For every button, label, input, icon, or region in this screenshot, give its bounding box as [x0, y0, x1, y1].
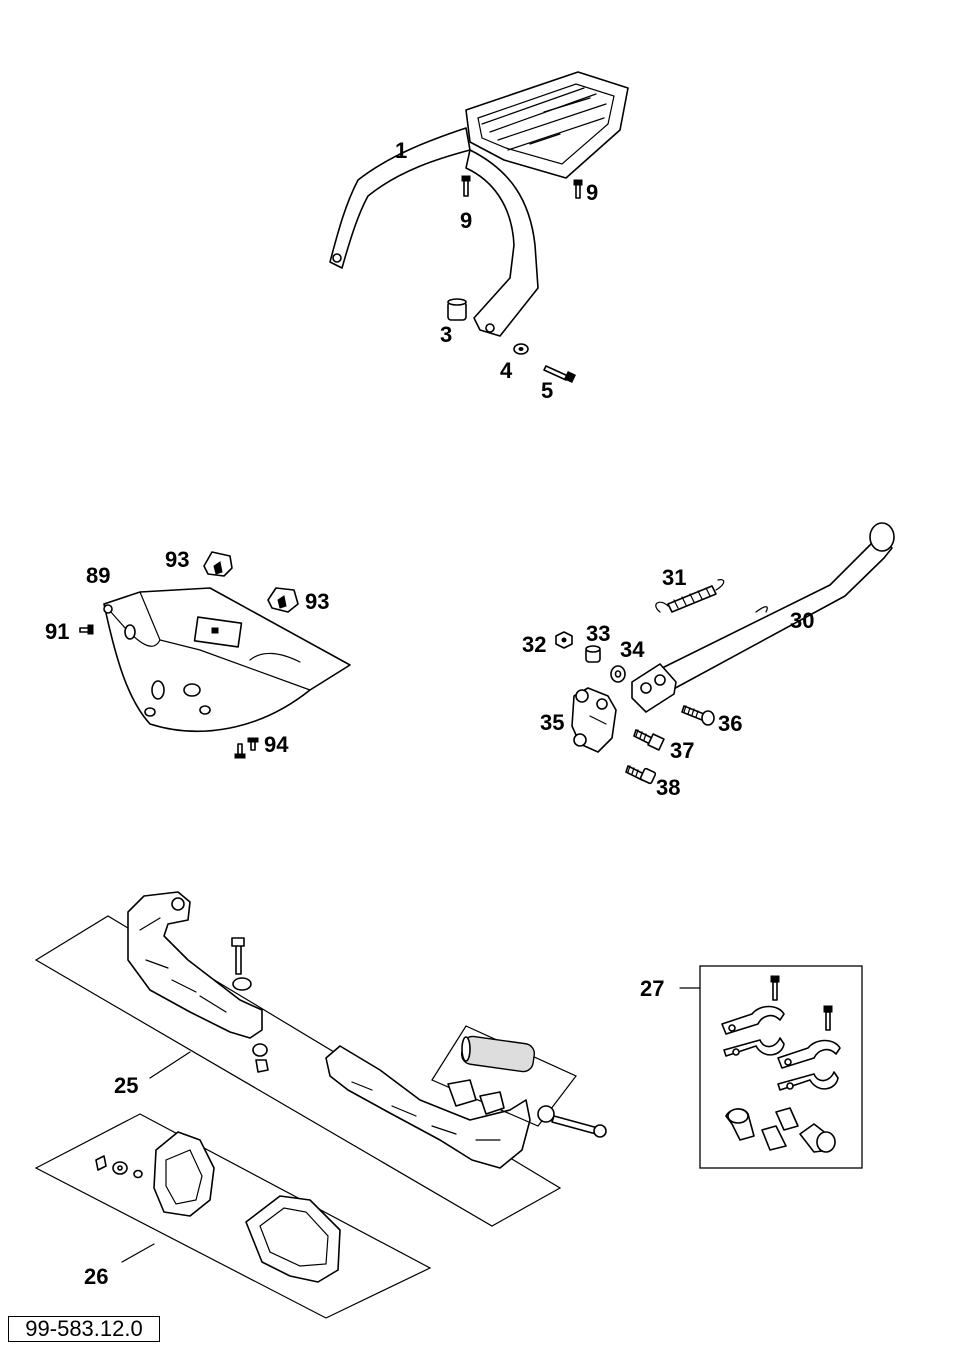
bolt-part-38 — [625, 765, 657, 785]
nut-part-32 — [555, 631, 573, 649]
callout-30: 30 — [790, 608, 814, 633]
callout-94: 94 — [264, 732, 289, 757]
washer-part-4 — [513, 343, 529, 355]
callout-91: 91 — [45, 619, 69, 644]
callout-38: 38 — [656, 775, 680, 800]
screw-part-9b — [573, 179, 583, 199]
callout-36: 36 — [718, 711, 742, 736]
bolt-part-37 — [633, 729, 665, 751]
skid-plate-part-89 — [103, 587, 351, 733]
callout-1: 1 — [395, 138, 407, 163]
screw-part-9a — [461, 175, 471, 197]
callout-4: 4 — [500, 358, 513, 383]
callout-33: 33 — [586, 621, 610, 646]
washer-part-34 — [610, 665, 626, 683]
screw-part-94 — [234, 737, 259, 759]
callout-26: 26 — [84, 1264, 108, 1289]
callout-3: 3 — [440, 322, 452, 347]
callout-93a: 93 — [165, 547, 189, 572]
leader-25 — [149, 1051, 191, 1079]
callout-31: 31 — [662, 565, 686, 590]
bracket-part-93b — [267, 587, 299, 613]
callout-25: 25 — [114, 1073, 138, 1098]
spacer-part-3 — [447, 298, 467, 321]
callout-37: 37 — [670, 738, 694, 763]
callout-27: 27 — [640, 976, 664, 1001]
bolt-part-5 — [543, 365, 576, 383]
bushing-part-33 — [585, 645, 601, 663]
bolt-part-36 — [681, 705, 715, 726]
callout-35: 35 — [540, 710, 564, 735]
rear-carrier-part-1 — [329, 71, 629, 337]
stand-bracket-part-35 — [571, 687, 617, 753]
callout-9b: 9 — [586, 180, 598, 205]
callout-93b: 93 — [305, 589, 329, 614]
callout-89: 89 — [86, 563, 110, 588]
callout-5: 5 — [541, 378, 553, 403]
leader-26 — [121, 1243, 155, 1263]
callout-9a: 9 — [460, 208, 472, 233]
callout-32: 32 — [522, 632, 546, 657]
drawing-reference-number: 99-583.12.0 — [8, 1316, 160, 1342]
spring-part-31 — [655, 579, 725, 613]
screw-part-91 — [79, 624, 94, 635]
callout-34: 34 — [620, 637, 645, 662]
guard-plate-kit-part-26 — [34, 1113, 432, 1319]
side-stand-part-30 — [631, 522, 895, 713]
clamp-set-part-27 — [699, 965, 863, 1169]
bracket-part-93a — [203, 551, 233, 577]
hand-guard-kit-part-25 — [34, 891, 607, 1227]
